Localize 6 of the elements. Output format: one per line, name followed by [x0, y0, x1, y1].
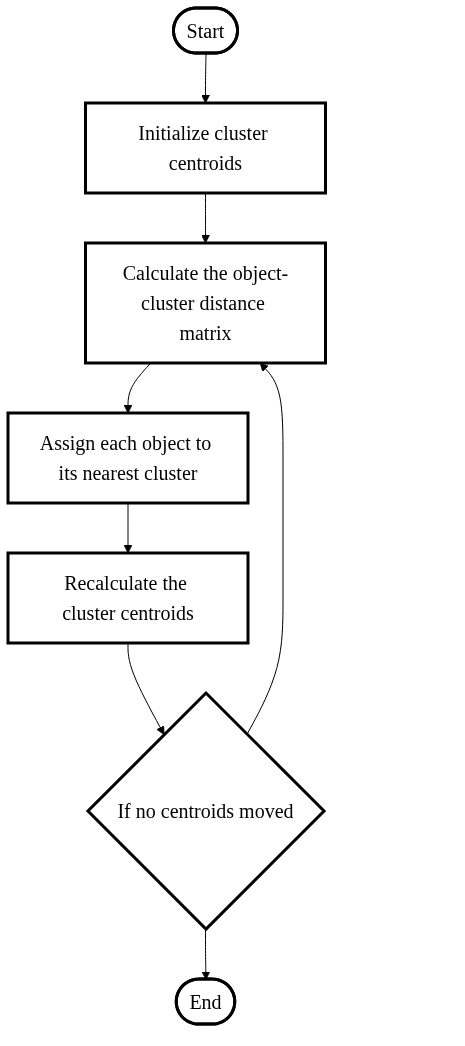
- node-box: Calculate the object-cluster distance matrix: [84, 241, 327, 365]
- node-box: Assign each object to its nearest cluster: [6, 411, 250, 505]
- node-box: Initialize cluster centroids: [84, 101, 327, 195]
- arrow: [201, 53, 210, 104]
- node-box: Recalculate the cluster centroids: [6, 551, 250, 645]
- node-diamond: If no centroids moved: [85, 690, 327, 932]
